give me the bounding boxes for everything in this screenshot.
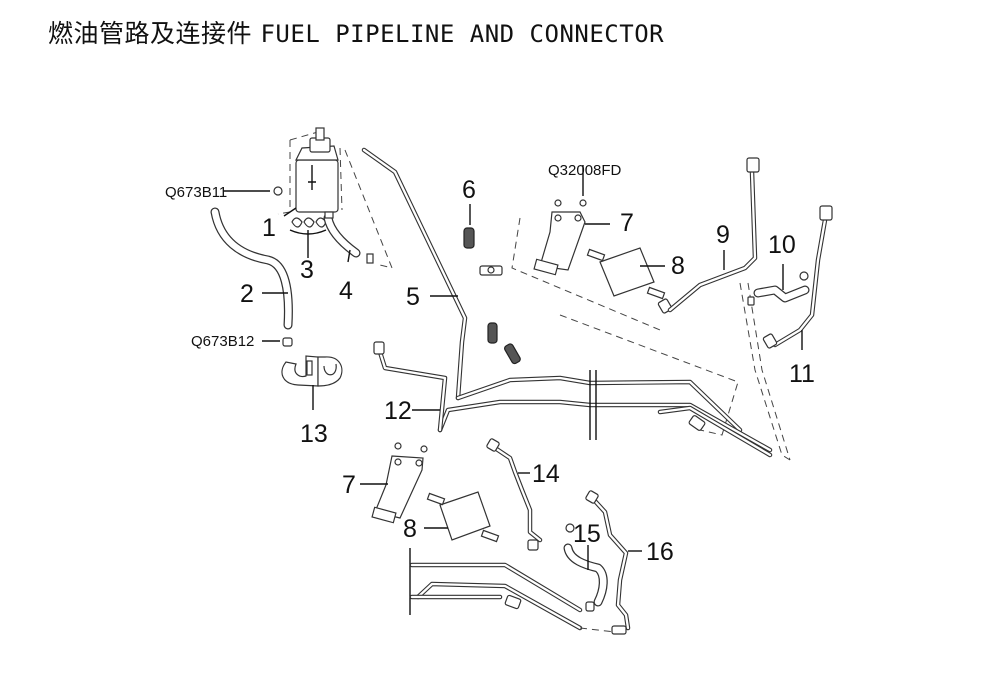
part-fuel-line-11 [762, 205, 833, 349]
part-short-hose [323, 211, 374, 264]
part-filter-bracket-lower [371, 442, 428, 524]
part-code-q673b12: Q673B12 [191, 333, 254, 350]
title-chinese: 燃油管路及连接件 [48, 19, 253, 48]
callout-7-lower: 7 [342, 471, 356, 499]
callout-2: 2 [240, 280, 254, 308]
part-quick-connectors [463, 227, 521, 365]
part-fuel-line-9 [667, 157, 760, 313]
title-english: FUEL PIPELINE AND CONNECTOR [260, 20, 665, 48]
part-code-q673b11: Q673B11 [165, 184, 227, 201]
group-outline-right [559, 282, 791, 461]
part-fuel-line-16 [585, 490, 631, 635]
part-hose-15 [563, 523, 608, 612]
callout-5: 5 [406, 283, 420, 311]
callout-14: 14 [532, 460, 560, 488]
callout-11: 11 [789, 360, 815, 388]
part-pipe-clip [281, 355, 343, 387]
callout-8-lower: 8 [403, 515, 417, 543]
callout-1: 1 [262, 214, 276, 242]
part-fuel-filter-lower [426, 491, 500, 543]
callout-15: 15 [573, 520, 601, 548]
part-long-pipe [361, 147, 468, 401]
callout-4: 4 [339, 277, 353, 305]
callout-7-upper: 7 [620, 209, 634, 237]
callout-16: 16 [646, 538, 674, 566]
callout-3: 3 [300, 256, 314, 284]
callout-10: 10 [768, 231, 796, 259]
leader-lines [223, 165, 803, 570]
part-main-pipe-bundle [373, 341, 773, 458]
callout-8-upper: 8 [671, 252, 685, 280]
part-evap-hose [210, 207, 293, 347]
callout-9: 9 [716, 221, 730, 249]
group-outline-filter-upper [511, 217, 661, 331]
part-hose-10 [747, 271, 810, 306]
callout-13: 13 [300, 420, 328, 448]
part-fuel-filter-upper [586, 247, 673, 314]
part-code-q32008fd: Q32008FD [548, 162, 622, 179]
page-title: 燃油管路及连接件 FUEL PIPELINE AND CONNECTOR [48, 14, 664, 50]
callout-12: 12 [384, 397, 412, 425]
part-filter-bracket-upper [533, 199, 587, 276]
callout-6: 6 [462, 176, 476, 204]
part-fuel-line-14 [486, 438, 543, 551]
part-carbon-canister [273, 127, 339, 213]
part-lower-pipe-bundle [409, 548, 616, 633]
